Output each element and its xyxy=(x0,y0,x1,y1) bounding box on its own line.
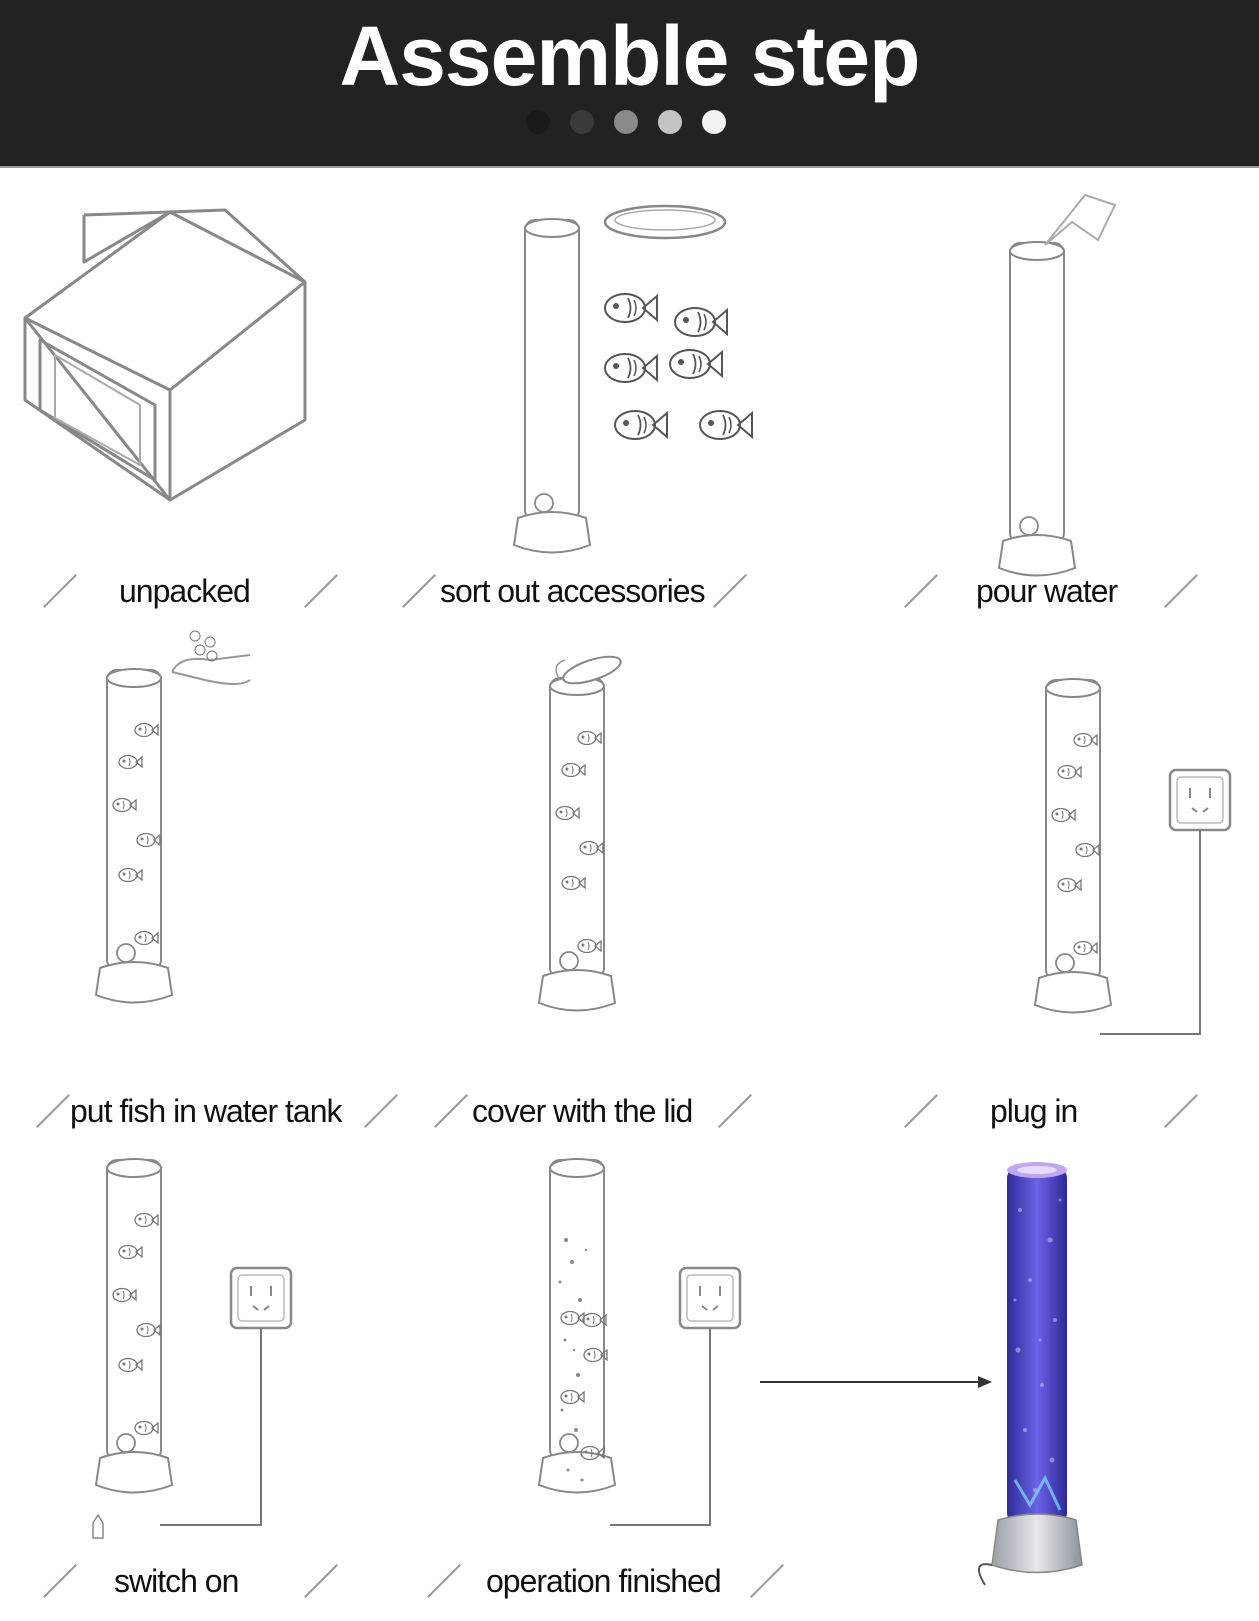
progress-dots xyxy=(526,110,736,136)
step-label-sort: sort out accessories xyxy=(440,573,706,609)
tube-switch-icon xyxy=(92,1158,293,1539)
step-label-cover-lid: cover with the lid xyxy=(472,1093,693,1129)
tube-and-fish-icon xyxy=(513,204,753,554)
step-label-finished: operation finished xyxy=(486,1563,722,1599)
tube-lid-icon xyxy=(538,655,622,1012)
header-banner: Assemble step xyxy=(0,0,1259,168)
lit-bubble-tube-icon xyxy=(977,1162,1083,1586)
tube-with-fish-icon xyxy=(95,630,251,1004)
dot-5 xyxy=(702,110,726,134)
page-title: Assemble step xyxy=(339,9,921,103)
dot-4 xyxy=(658,110,682,134)
tube-plug-icon xyxy=(1034,678,1232,1035)
step-label-switch-on: switch on xyxy=(114,1563,239,1599)
box-icon xyxy=(23,208,307,502)
tube-bubbles-icon xyxy=(538,1158,742,1526)
dot-3 xyxy=(614,110,638,134)
pour-water-icon xyxy=(998,193,1117,577)
step-label-plug-in: plug in xyxy=(990,1093,1078,1129)
step-label-put-fish: put fish in water tank xyxy=(70,1093,342,1129)
dot-1 xyxy=(526,110,550,134)
step-label-pour-water: pour water xyxy=(976,573,1118,609)
step-label-unpacked: unpacked xyxy=(119,573,251,609)
arrow-icon xyxy=(760,1376,992,1388)
dot-2 xyxy=(570,110,594,134)
